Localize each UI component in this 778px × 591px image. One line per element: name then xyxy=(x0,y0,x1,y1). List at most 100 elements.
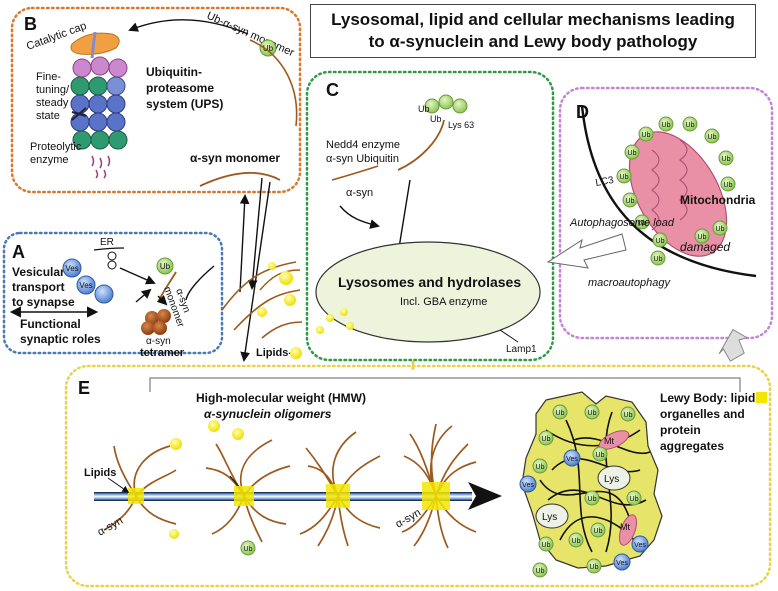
svg-text:Ub: Ub xyxy=(588,496,597,503)
er-vesicle xyxy=(107,260,117,270)
svg-text:Ves: Ves xyxy=(522,482,534,489)
vesicular-label-1: Vesicular xyxy=(12,265,65,279)
svg-text:Ub: Ub xyxy=(638,220,647,227)
arrow-to-lysosome-center xyxy=(394,179,411,256)
panel-e-border xyxy=(64,364,772,588)
damaged-label: damaged xyxy=(680,240,730,254)
lipid-droplet xyxy=(257,307,267,317)
er-membrane xyxy=(93,247,125,251)
ub-chain-bead xyxy=(438,94,454,110)
oligomer-cluster-2 xyxy=(205,439,291,543)
oligomer-cluster-1 xyxy=(103,445,177,531)
svg-text:Ub: Ub xyxy=(160,262,171,271)
arrow-d-to-c xyxy=(546,233,627,269)
lys63-label: Lys 63 xyxy=(448,120,474,130)
er-label: ER xyxy=(100,237,114,248)
svg-text:Ub: Ub xyxy=(542,436,551,443)
asyn-fiber-a-right xyxy=(185,265,215,301)
lipid-droplet xyxy=(169,529,179,539)
ups-label-3: system (UPS) xyxy=(146,97,223,111)
hmw-label-1: High-molecular weight (HMW) xyxy=(196,391,366,405)
ves-icon: Ves xyxy=(519,475,537,493)
functional-label-1: Functional xyxy=(20,317,81,331)
fine-tuning-label-1: Fine- xyxy=(36,71,61,83)
ub-icon: Ub xyxy=(156,257,174,275)
lipid-droplet xyxy=(170,438,182,450)
asyn-label-c: α-syn xyxy=(346,187,373,199)
lys-label-1: Lys xyxy=(604,474,619,485)
asyn-tetramer xyxy=(141,309,171,335)
oligomer-cluster-3 xyxy=(299,431,381,547)
peptide-fragments xyxy=(91,155,111,179)
proteasome-core xyxy=(70,56,128,150)
asyn-label-e1: α-syn xyxy=(96,515,126,539)
er-vesicle xyxy=(107,251,117,261)
lipid-droplet xyxy=(208,420,220,432)
ups-label-2: proteasome xyxy=(146,81,214,95)
svg-text:Ves: Ves xyxy=(65,264,78,273)
arrow-up-to-monomer xyxy=(239,194,250,293)
title-box: Lysosomal, lipid and cellular mechanisms… xyxy=(310,4,756,58)
vesicular-label-2: transport xyxy=(12,280,65,294)
vesicle-bubble xyxy=(94,284,114,304)
ves-icon: Ves xyxy=(62,258,82,278)
lys-label-2: Lys xyxy=(542,512,557,523)
svg-text:Ub: Ub xyxy=(588,410,597,417)
arrow-er-to-monomer xyxy=(119,267,156,285)
lipid-droplet xyxy=(290,347,302,359)
lipid-droplet xyxy=(340,308,348,316)
lipid-droplet xyxy=(268,262,276,270)
lipids-label-e: Lipids xyxy=(84,467,116,479)
autophagosome-label: Autophagosome load xyxy=(569,217,675,229)
arrow-ubmonomer-to-cap xyxy=(128,19,249,35)
svg-text:Ub: Ub xyxy=(572,538,581,545)
functional-label-2: synaptic roles xyxy=(20,332,101,346)
asyn-monomer-fiber xyxy=(199,171,281,187)
ub-label: Ub xyxy=(430,114,442,124)
lamp1-label: Lamp1 xyxy=(506,344,537,355)
lipid-droplet xyxy=(232,428,244,440)
svg-text:Ub: Ub xyxy=(590,564,599,571)
svg-text:Ub: Ub xyxy=(722,156,731,163)
arrow-to-lysosome-left xyxy=(339,205,380,229)
svg-text:Ub: Ub xyxy=(263,44,274,53)
svg-text:Ub: Ub xyxy=(244,546,253,553)
arrow-to-lipids-down xyxy=(240,181,271,362)
oligomer-cluster-4 xyxy=(401,423,477,549)
ub-chain-bead xyxy=(452,98,468,114)
lewy-label-2: organelles and xyxy=(660,407,745,421)
svg-text:Ub: Ub xyxy=(556,410,565,417)
mitochondria-label: Mitochondria xyxy=(680,193,756,207)
proteolytic-label-2: enzyme xyxy=(30,154,69,166)
lamp1-pointer xyxy=(499,329,519,343)
arrow-monomer-down xyxy=(247,177,263,290)
nedd4-label-1: Nedd4 enzyme xyxy=(326,139,400,151)
ups-label-1: Ubiquitin- xyxy=(146,65,202,79)
tetramer-label-1: α-syn xyxy=(146,336,171,347)
ves-icon: Ves xyxy=(631,535,649,553)
panel-c-border xyxy=(305,70,555,362)
svg-text:Ub: Ub xyxy=(626,198,635,205)
svg-text:Ub: Ub xyxy=(620,174,629,181)
cap-stalk xyxy=(90,31,97,59)
panel-d-border xyxy=(558,86,774,340)
lysosome-label-1: Lysosomes and hydrolases xyxy=(338,274,521,290)
panel-b-border xyxy=(10,6,302,194)
svg-text:Ub: Ub xyxy=(686,122,695,129)
macroautophagy-label: macroautophagy xyxy=(588,277,671,289)
svg-text:Ub: Ub xyxy=(724,182,733,189)
e-top-bracket xyxy=(149,377,741,392)
ub-icon: Ub xyxy=(240,540,256,556)
svg-text:Ub: Ub xyxy=(662,122,671,129)
fine-tuning-label-3: steady xyxy=(36,97,69,109)
tetramer-label-2: tetramer xyxy=(140,347,185,359)
lewy-label-1: Lewy Body: lipids xyxy=(660,391,762,405)
svg-text:Ub: Ub xyxy=(656,238,665,245)
ub-monomer-fiber xyxy=(249,39,298,127)
svg-text:Ub: Ub xyxy=(536,464,545,471)
lysosome-label-2: Incl. GBA enzyme xyxy=(400,296,487,308)
svg-text:Ves: Ves xyxy=(616,560,628,567)
mt-label-1: Mt xyxy=(604,436,614,446)
panel-a-border xyxy=(2,231,224,355)
